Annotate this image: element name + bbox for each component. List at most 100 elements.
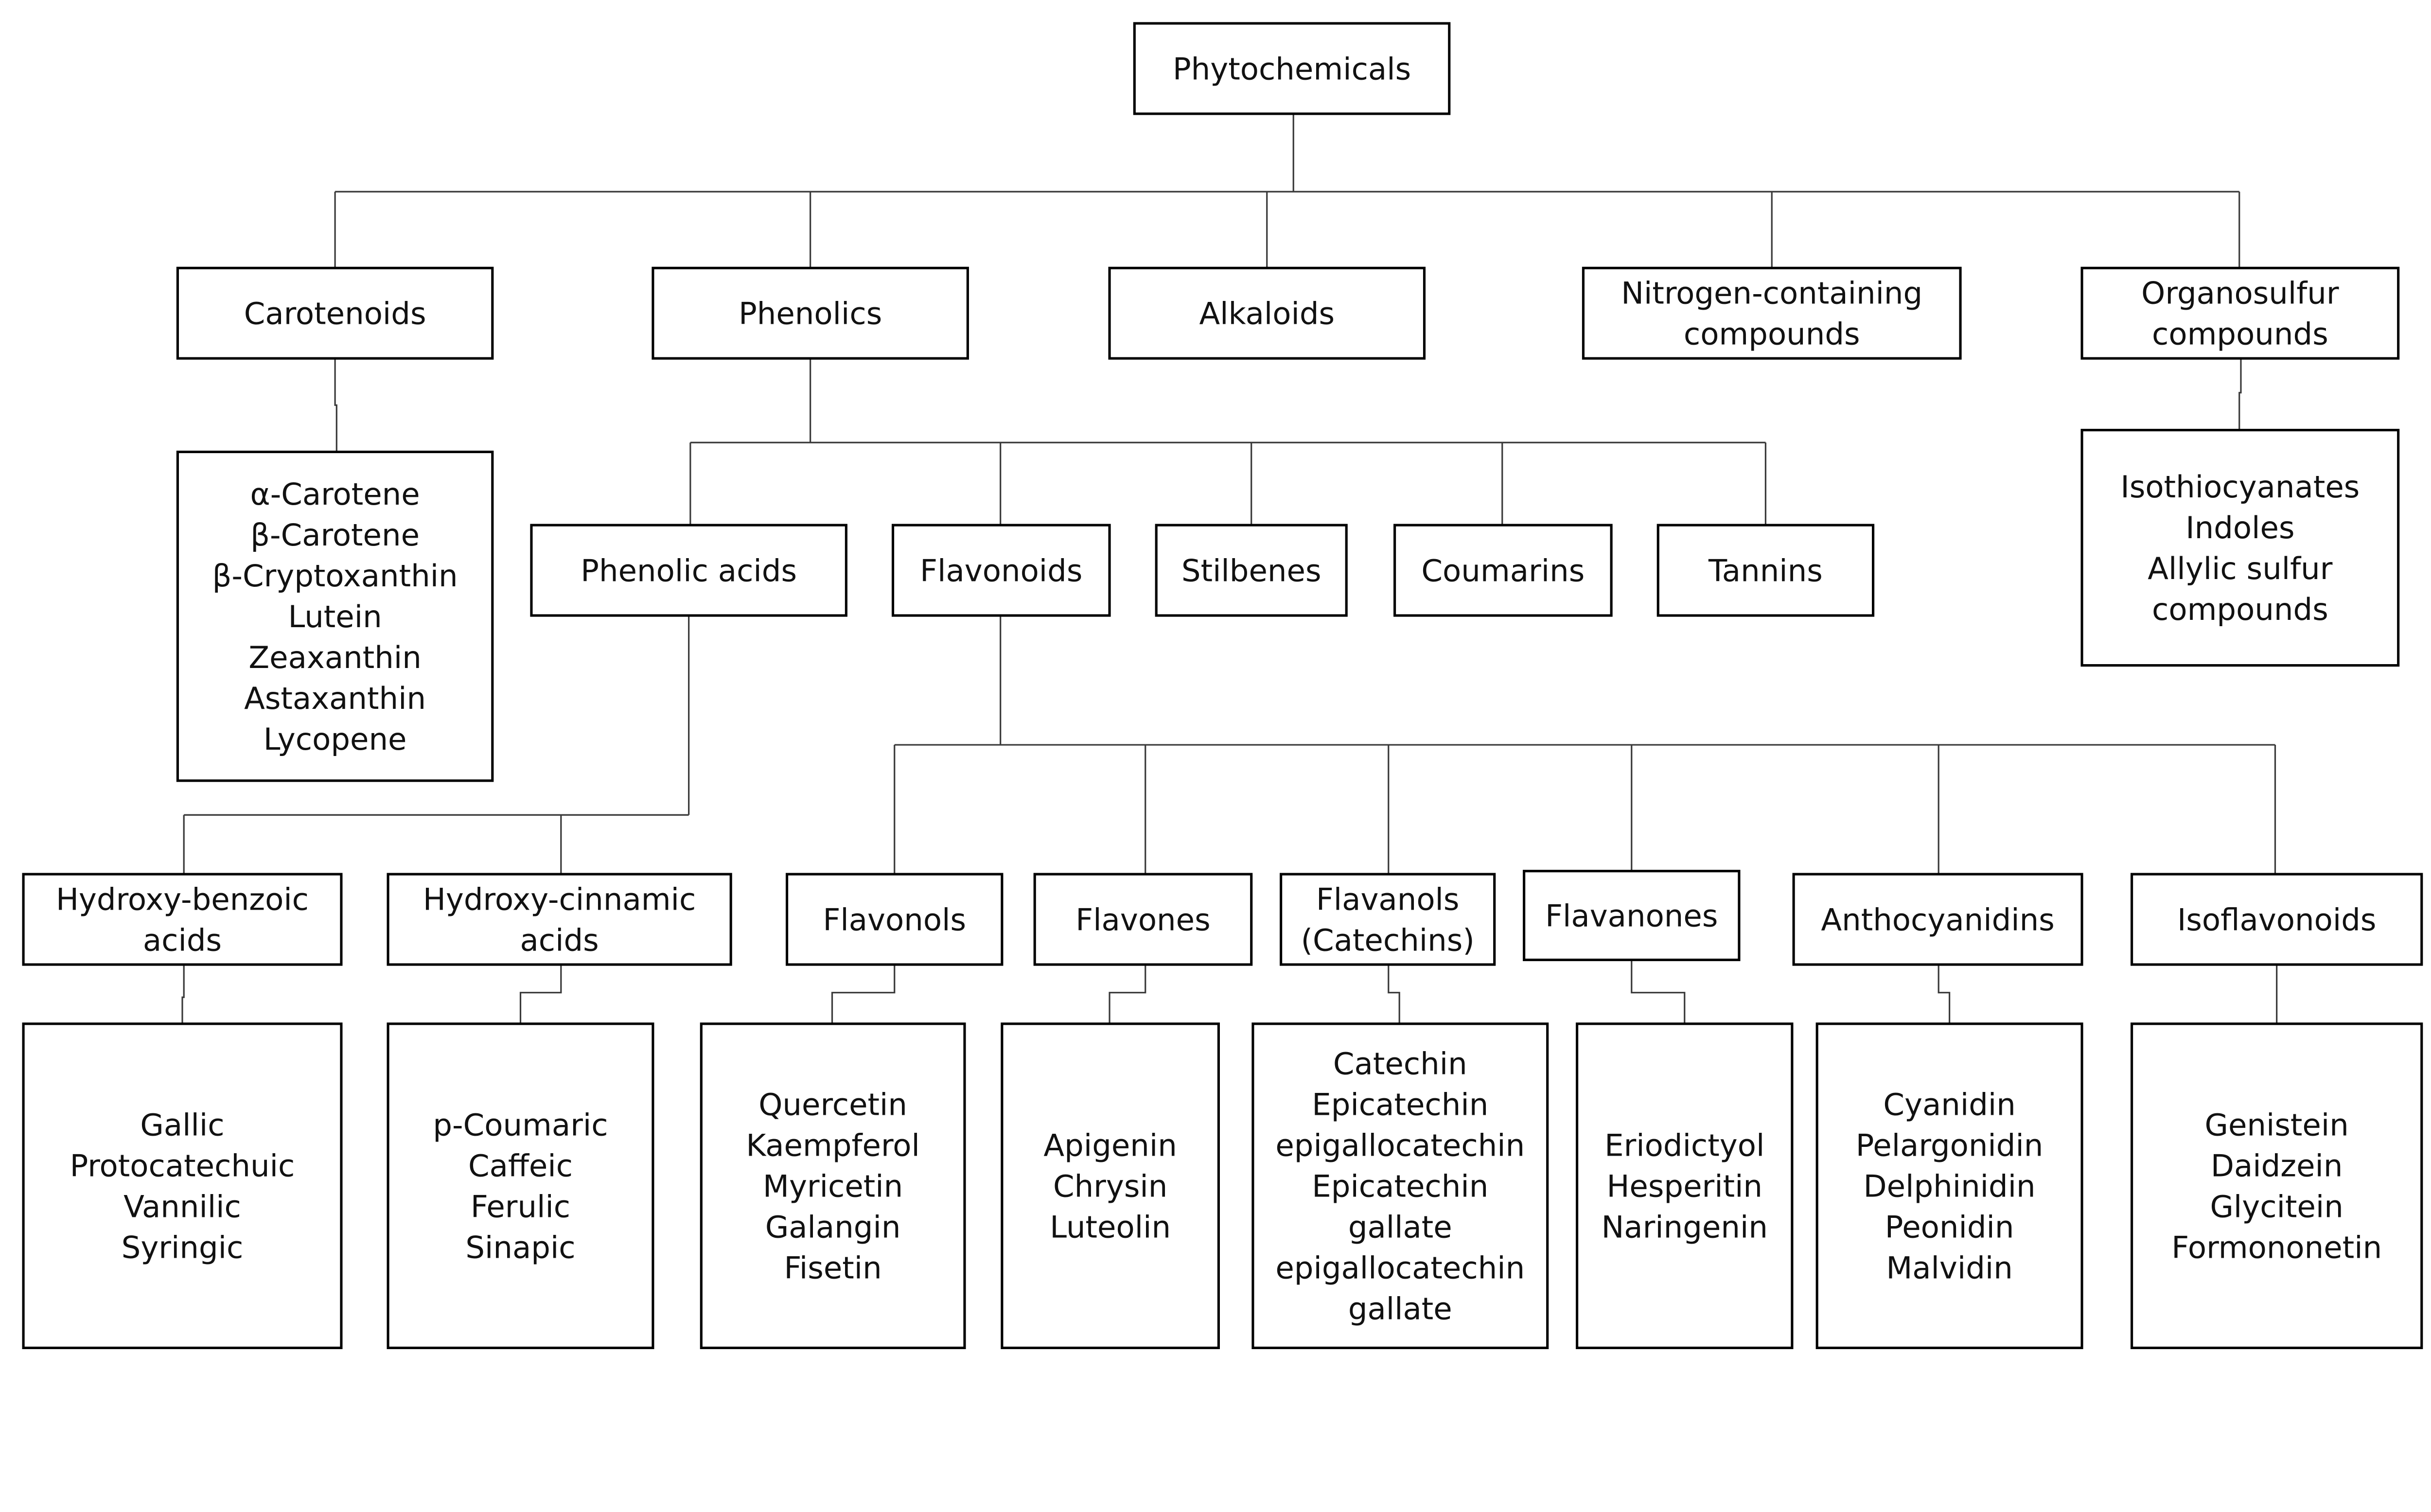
- node-label: Hydroxy-benzoic: [56, 881, 309, 917]
- node-label: Kaempferol: [746, 1128, 920, 1163]
- node-isoflavonoids: Isoflavonoids: [2131, 873, 2423, 966]
- node-anthocyanidins: Anthocyanidins: [1792, 873, 2083, 966]
- node-label: Protocatechuic: [70, 1148, 295, 1184]
- node-label: Gallic: [140, 1108, 224, 1143]
- node-label: gallate: [1348, 1291, 1452, 1326]
- node-label: Phenolic acids: [581, 553, 797, 589]
- node-phenolics: Phenolics: [652, 266, 969, 360]
- node-label: Flavonoids: [920, 553, 1082, 589]
- node-label: Carotenoids: [244, 296, 426, 332]
- node-label: Phytochemicals: [1173, 51, 1411, 87]
- node-flavonols-list: QuercetinKaempferolMyricetinGalanginFise…: [700, 1022, 966, 1349]
- node-label: acids: [143, 922, 222, 958]
- node-box: [786, 873, 1004, 966]
- node-label: Cyanidin: [1883, 1087, 2015, 1123]
- node-label: Anthocyanidins: [1821, 902, 2054, 937]
- node-label: Naringenin: [1602, 1210, 1768, 1245]
- node-label: Lutein: [288, 599, 382, 634]
- node-root: Phytochemicals: [1133, 22, 1451, 115]
- node-box: [700, 1022, 966, 1349]
- node-box: [891, 524, 1111, 617]
- node-box: [1108, 266, 1426, 360]
- node-label: Daidzein: [2211, 1148, 2343, 1184]
- node-box: [1576, 1022, 1794, 1349]
- node-label: Syringic: [122, 1230, 244, 1265]
- node-box: [530, 524, 847, 617]
- connector-line: [181, 964, 185, 1024]
- node-label: Ferulic: [471, 1189, 570, 1225]
- node-box: [1815, 1022, 2083, 1349]
- node-label: Zeaxanthin: [248, 640, 421, 675]
- node-box: [22, 1022, 343, 1349]
- node-label: Alkaloids: [1199, 296, 1335, 332]
- node-label: Vannilic: [123, 1189, 241, 1225]
- node-label: Pelargonidin: [1856, 1128, 2043, 1163]
- node-label: p-Coumaric: [433, 1108, 608, 1143]
- node-label: Flavones: [1075, 902, 1210, 937]
- node-label: α-Carotene: [250, 476, 420, 512]
- connector-line: [519, 964, 562, 1024]
- node-box: [2131, 1022, 2423, 1349]
- node-carotenoids-list: α-Carotene β-Carotene β-CryptoxanthinLutei…: [176, 450, 494, 782]
- node-box: [2080, 429, 2400, 667]
- node-label: compounds: [2152, 316, 2328, 352]
- node-box: [1792, 873, 2083, 966]
- node-label: Glycitein: [2210, 1189, 2343, 1225]
- node-label: Quercetin: [758, 1087, 907, 1123]
- node-label: compounds: [2152, 592, 2328, 627]
- node-label: Malvidin: [1886, 1250, 2013, 1285]
- node-label: Flavonols: [823, 902, 966, 937]
- node-label: (Catechins): [1301, 922, 1475, 958]
- connector-line: [1388, 964, 1400, 1024]
- node-label: Flavanols: [1316, 881, 1460, 917]
- node-box: [387, 1022, 654, 1349]
- node-label: gallate: [1348, 1210, 1452, 1245]
- node-flavanols: Flavanols (Catechins): [1280, 873, 1496, 966]
- connector-line: [1631, 960, 1686, 1024]
- node-label: Stilbenes: [1181, 553, 1321, 589]
- node-label: Fisetin: [784, 1250, 882, 1285]
- node-label: Sinapic: [465, 1230, 575, 1265]
- node-label: Nitrogen-containing: [1621, 276, 1922, 311]
- node-box: [1393, 524, 1613, 617]
- node-phenolic-acids: Phenolic acids: [530, 524, 847, 617]
- node-box: [176, 266, 494, 360]
- node-label: epigallocatechin: [1275, 1128, 1525, 1163]
- node-nitrogen: Nitrogen-containing compounds: [1582, 266, 1962, 360]
- node-label: Allylic sulfur: [2148, 551, 2332, 586]
- node-box: [1582, 266, 1962, 360]
- node-label: β-Cryptoxanthin: [212, 558, 458, 594]
- connector-line: [2238, 358, 2242, 430]
- node-label: Peonidin: [1885, 1210, 2014, 1245]
- node-label: Lycopene: [264, 721, 407, 757]
- node-label: Myricetin: [763, 1169, 903, 1204]
- node-label: Catechin: [1333, 1046, 1467, 1082]
- node-coumarins: Coumarins: [1393, 524, 1613, 617]
- node-label: Tannins: [1708, 553, 1823, 589]
- node-anthocyanidins-list: CyanidinPelargonidinDelphinidinPeonidinM…: [1815, 1022, 2083, 1349]
- node-label: Phenolics: [739, 296, 882, 332]
- node-alkaloids: Alkaloids: [1108, 266, 1426, 360]
- node-tannins: Tannins: [1656, 524, 1875, 617]
- node-label: Delphinidin: [1864, 1169, 2036, 1204]
- node-label: Isoflavonoids: [2177, 902, 2376, 937]
- node-label: Caffeic: [468, 1148, 573, 1184]
- node-box: [1155, 524, 1348, 617]
- node-label: acids: [520, 922, 599, 958]
- node-label: Genistein: [2205, 1108, 2349, 1143]
- node-label: Luteolin: [1050, 1210, 1171, 1245]
- connector-lines: [181, 113, 2278, 1024]
- node-label: Coumarins: [1421, 553, 1585, 589]
- node-carotenoids: Carotenoids: [176, 266, 494, 360]
- node-label: β-Carotene: [250, 517, 420, 553]
- node-label: compounds: [1684, 316, 1860, 352]
- node-box: [1251, 1022, 1549, 1349]
- node-box: [1033, 873, 1253, 966]
- node-label: Flavanones: [1545, 898, 1718, 933]
- node-box: [387, 873, 732, 966]
